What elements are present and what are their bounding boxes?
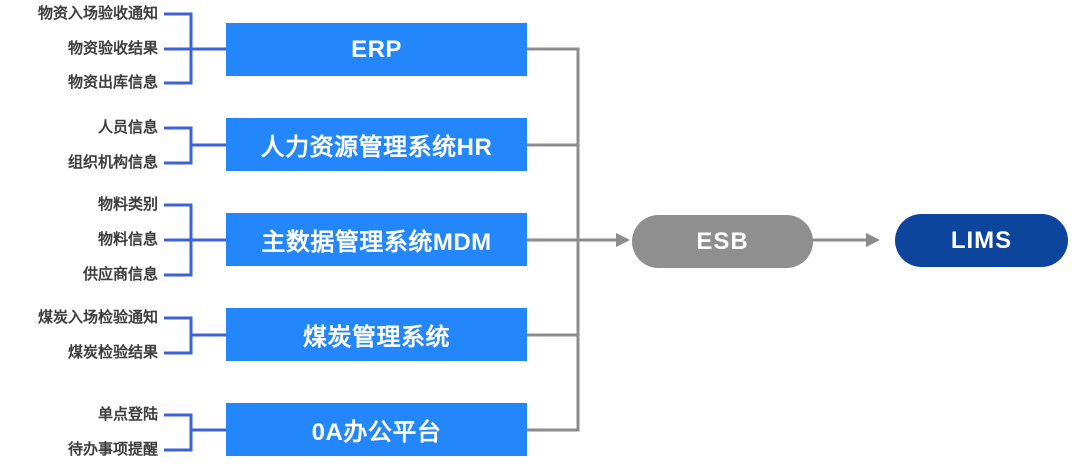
lims-node: LIMS [895,214,1068,267]
source-label: 待办事项提醒 [67,441,158,458]
source-label: 物料类别 [97,196,158,213]
system-box-erp: ERP [226,23,527,76]
source-label: 物资入场验收通知 [37,5,158,22]
arrow-to-lims-icon [866,233,880,247]
system-box-mdm: 主数据管理系统MDM [226,213,527,266]
bus-lines [527,47,866,432]
source-label: 物资验收结果 [67,40,158,57]
system-box-coal: 煤炭管理系统 [226,308,527,361]
source-label: 单点登陆 [97,406,158,423]
bracket-lines [164,12,226,452]
source-label: 物料信息 [97,231,158,248]
source-label: 组织机构信息 [67,154,158,171]
source-label: 供应商信息 [82,266,158,283]
esb-node: ESB [632,215,813,268]
source-label: 人员信息 [97,119,158,136]
system-box-hr: 人力资源管理系统HR [226,118,527,171]
source-label: 物资出库信息 [67,74,158,91]
system-box-oa: 0A办公平台 [226,403,527,456]
arrow-to-esb-icon [616,233,630,247]
source-label: 煤炭检验结果 [67,344,158,361]
source-label: 煤炭入场检验通知 [37,309,158,326]
